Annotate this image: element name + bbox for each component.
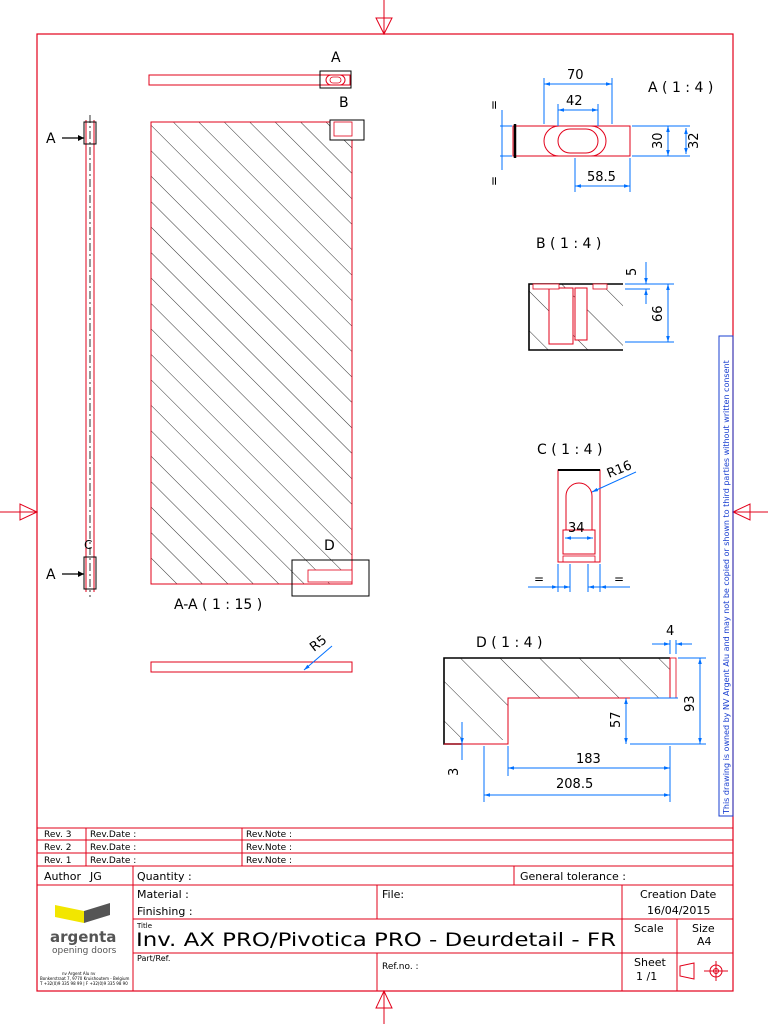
dim-208-5: 208.5: [556, 777, 593, 792]
dim-57: 57: [609, 711, 624, 728]
address-line-3: T +32(0)9 335 98 99 | F +32(0)9 335 98 9…: [39, 981, 128, 986]
rev-1-date-label: Rev.Date :: [90, 856, 136, 866]
dim-66: 66: [651, 305, 666, 322]
sheet-label: Sheet: [634, 956, 666, 969]
creation-date-value: 16/04/2015: [647, 904, 710, 917]
eq-mark-right: =: [614, 572, 624, 586]
section-aa-label: A-A ( 1 : 15 ): [174, 597, 262, 613]
rev-3-note-label: Rev.Note :: [246, 830, 292, 840]
tolerance-label: General tolerance :: [520, 870, 626, 883]
sheet-value: 1 /1: [636, 970, 657, 983]
projection-symbol-icon: [679, 961, 728, 981]
copyright-text: This drawing is owned by NV Argent Alu a…: [722, 360, 731, 815]
scale-label: Scale: [634, 922, 664, 935]
address-line-1: nv Argent Alu nv: [62, 971, 96, 976]
marker-d-label: D: [324, 538, 335, 554]
detail-d-title: D ( 1 : 4 ): [476, 635, 543, 651]
author-value: JG: [89, 870, 102, 883]
copyright-notice: This drawing is owned by NV Argent Alu a…: [718, 335, 734, 817]
size-label: Size: [692, 922, 715, 935]
r5-label: R5: [307, 633, 330, 655]
file-label: File:: [382, 888, 404, 901]
detail-d-view: [443, 640, 706, 802]
part-ref-label: Part/Ref.: [137, 954, 170, 963]
dim-32: 32: [687, 132, 702, 149]
rev-2-date-label: Rev.Date :: [90, 843, 136, 853]
finishing-label: Finishing :: [137, 905, 193, 918]
dim-42: 42: [566, 94, 583, 109]
title-block: [37, 827, 733, 991]
ref-no-label: Ref.no. :: [382, 962, 419, 972]
dim-r16: R16: [605, 458, 634, 481]
address-line-2: Bonkerstraat 7, 9770 Kruishoutem - Belgi…: [40, 976, 130, 981]
dim-58-5: 58.5: [587, 170, 616, 185]
detail-a-view: [500, 78, 690, 192]
detail-b-view: [528, 262, 674, 351]
cut-label-bottom: A: [46, 567, 56, 583]
dim-3: 3: [447, 768, 462, 776]
rev-2-note-label: Rev.Note :: [246, 843, 292, 853]
top-strip-view: [148, 70, 352, 89]
detail-c-view: [528, 469, 637, 592]
rev-3-label: Rev. 3: [44, 830, 71, 840]
rev-2-label: Rev. 2: [44, 843, 71, 853]
detail-b-title: B ( 1 : 4 ): [536, 236, 601, 252]
eq-mark-left: =: [534, 572, 544, 586]
dim-93: 93: [683, 695, 698, 712]
door-elevation: [150, 119, 370, 597]
rev-1-note-label: Rev.Note :: [246, 856, 292, 866]
marker-a-label: A: [331, 50, 341, 66]
dim-30: 30: [651, 132, 666, 149]
cut-label-top: A: [46, 131, 56, 147]
quantity-label: Quantity :: [137, 870, 192, 883]
side-section-view: [62, 115, 97, 597]
eq-mark-bottom: =: [487, 176, 501, 186]
marker-c-label: C: [84, 538, 92, 552]
creation-date-label: Creation Date: [640, 888, 717, 901]
material-label: Material :: [137, 888, 189, 901]
sheet-border: [36, 33, 734, 992]
brand-name: argenta: [50, 928, 116, 946]
dim-183: 183: [576, 752, 601, 767]
size-value: A4: [697, 935, 712, 948]
drawing-title: Inv. AX PRO/Pivotica PRO - Deurdetail - …: [136, 929, 616, 951]
argenta-logo: argenta opening doors nv Argent Alu nv B…: [39, 903, 130, 986]
brand-sub: opening doors: [52, 946, 117, 956]
dim-34: 34: [568, 521, 585, 536]
detail-a-title: A ( 1 : 4 ): [648, 80, 713, 96]
eq-mark-top: =: [487, 100, 501, 110]
author-label: Author: [44, 870, 82, 883]
dim-70: 70: [567, 68, 584, 83]
rev-3-date-label: Rev.Date :: [90, 830, 136, 840]
detail-c-title: C ( 1 : 4 ): [537, 442, 602, 458]
dim-5: 5: [625, 268, 640, 276]
bottom-strip-view: [150, 645, 353, 673]
marker-b-label: B: [339, 95, 349, 111]
dim-4: 4: [666, 624, 674, 639]
rev-1-label: Rev. 1: [44, 856, 71, 866]
title-small-label: Title: [136, 922, 152, 930]
